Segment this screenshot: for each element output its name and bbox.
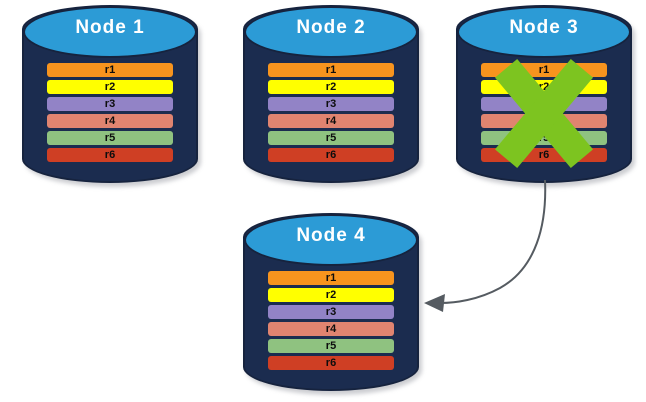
- row-item[interactable]: r3: [480, 97, 608, 111]
- cylinder-top-ellipse: [457, 6, 631, 58]
- row-item[interactable]: r4: [480, 114, 608, 128]
- node-cylinder-3[interactable]: Node 3 r1 r2 r3 r4 r5 r6: [456, 5, 635, 187]
- arrow-curve: [439, 179, 547, 304]
- row-item[interactable]: r2: [480, 80, 608, 94]
- row-item[interactable]: r4: [46, 114, 174, 128]
- row-item[interactable]: r6: [46, 148, 174, 162]
- row-list-1: r1 r2 r3 r4 r5 r6: [46, 63, 174, 162]
- row-item[interactable]: r3: [46, 97, 174, 111]
- arrow-head-icon: [424, 294, 445, 312]
- row-item[interactable]: r1: [480, 63, 608, 77]
- row-list-3: r1 r2 r3 r4 r5 r6: [480, 63, 608, 162]
- row-item[interactable]: r2: [267, 80, 395, 94]
- cylinder-top-ellipse: [244, 6, 418, 58]
- row-item[interactable]: r1: [267, 63, 395, 77]
- row-item[interactable]: r5: [267, 339, 395, 353]
- node-cylinder-2[interactable]: Node 2 r1 r2 r3 r4 r5 r6: [243, 5, 422, 187]
- cylinder-top-ellipse: [23, 6, 197, 58]
- row-list-2: r1 r2 r3 r4 r5 r6: [267, 63, 395, 162]
- row-list-4: r1 r2 r3 r4 r5 r6: [267, 271, 395, 370]
- row-item[interactable]: r6: [267, 356, 395, 370]
- row-item[interactable]: r6: [267, 148, 395, 162]
- row-item[interactable]: r5: [267, 131, 395, 145]
- node-cylinder-1[interactable]: Node 1 r1 r2 r3 r4 r5 r6: [22, 5, 201, 187]
- row-item[interactable]: r6: [480, 148, 608, 162]
- row-item[interactable]: r4: [267, 114, 395, 128]
- row-item[interactable]: r1: [267, 271, 395, 285]
- row-item[interactable]: r5: [480, 131, 608, 145]
- row-item[interactable]: r2: [267, 288, 395, 302]
- row-item[interactable]: r1: [46, 63, 174, 77]
- node-cylinder-4[interactable]: Node 4 r1 r2 r3 r4 r5 r6: [243, 213, 422, 395]
- row-item[interactable]: r5: [46, 131, 174, 145]
- cylinder-top-ellipse: [244, 214, 418, 266]
- row-item[interactable]: r4: [267, 322, 395, 336]
- row-item[interactable]: r3: [267, 305, 395, 319]
- row-item[interactable]: r3: [267, 97, 395, 111]
- row-item[interactable]: r2: [46, 80, 174, 94]
